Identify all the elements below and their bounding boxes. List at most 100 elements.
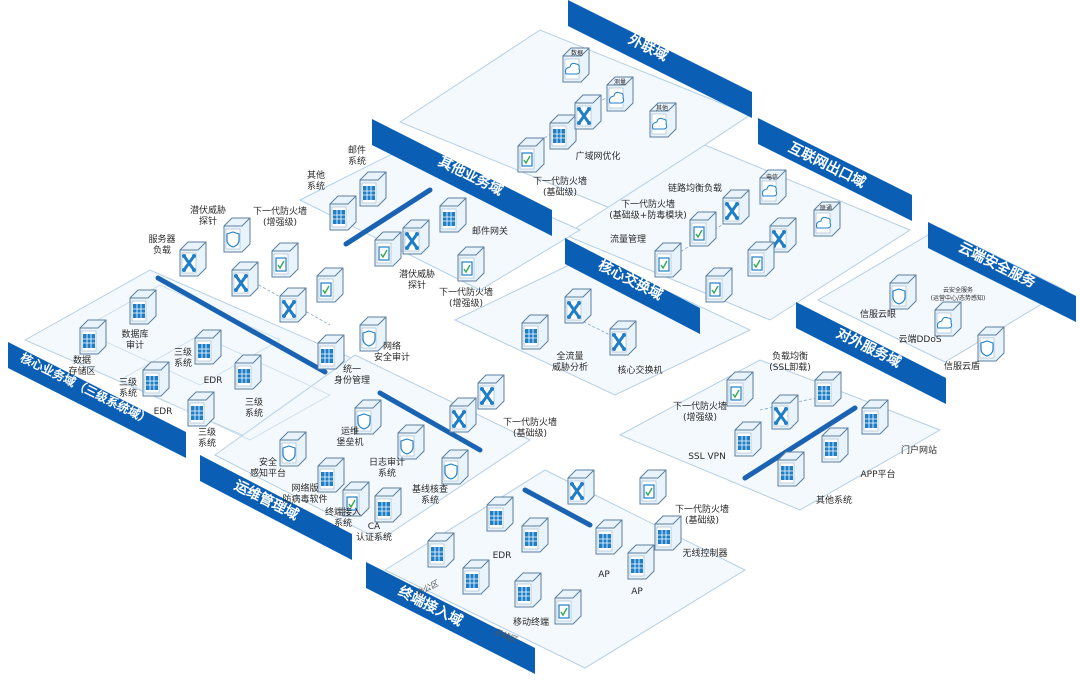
label-ap-b: AP <box>631 587 643 597</box>
device-level3-c <box>234 354 262 390</box>
server-icon <box>657 529 671 545</box>
device-ngfw-av-a <box>747 241 775 277</box>
device-core-sw-a <box>564 288 592 324</box>
label-apt-probe-b: 潜伏威胁 探针 <box>189 206 227 227</box>
label-portal: 门户网站 <box>900 446 938 456</box>
device-ssl-vpn <box>734 421 762 457</box>
firewall-icon <box>643 484 655 499</box>
label-cloud-ddos: 云端DDoS <box>898 335 942 345</box>
label-net-audit: 网络 安全审计 <box>373 342 411 363</box>
firewall-icon <box>730 386 742 401</box>
server-icon <box>517 586 531 602</box>
device-apt-b <box>223 217 251 253</box>
label-db-audit: 数据库 审计 <box>121 330 149 351</box>
label-isp-a: 电信 <box>765 174 779 181</box>
device-apt-a <box>374 231 402 267</box>
device-unified-id <box>317 334 345 370</box>
label-mobile: 移动终端 <box>512 618 550 628</box>
device-ngfw-enh-c <box>271 242 299 278</box>
device-log-audit <box>397 424 425 460</box>
device-mail-gw <box>439 197 467 233</box>
device-data-store <box>79 319 107 355</box>
label-ngfw-enh-c: 下一代防火墙 (增强级) <box>252 207 308 228</box>
label-lb-ssl: 负载均衡 (SSL卸载) <box>769 352 811 373</box>
device-wan-switch <box>574 94 602 130</box>
server-icon <box>465 573 479 589</box>
server-icon <box>824 441 838 457</box>
shield-icon <box>980 340 994 357</box>
label-nac: 终端接入 系统 <box>324 508 362 529</box>
device-ngfw-enh-a <box>457 246 485 282</box>
device-ngfw-top <box>517 137 545 173</box>
label-level3-a: 三级 系统 <box>173 348 193 369</box>
device-mail-sys <box>359 171 387 207</box>
label-cloud-c: 其他 <box>655 105 669 112</box>
label-apt-probe-a: 潜伏威胁 探针 <box>398 270 436 291</box>
zone-plate-yunwei <box>214 354 532 541</box>
label-level3-c: 三级 系统 <box>244 398 264 419</box>
firewall-icon <box>378 246 390 261</box>
label-edr-b: EDR <box>153 407 173 417</box>
device-ngfw-basic-bot <box>639 469 667 505</box>
shield-icon <box>444 463 458 480</box>
label-cloud-a: 数据 <box>570 50 584 57</box>
server-icon <box>377 501 391 517</box>
server-icon <box>864 413 878 429</box>
zone-plate-duiwai <box>618 359 942 511</box>
firewall-icon <box>709 282 721 297</box>
shield-icon <box>226 231 240 248</box>
label-ngfw-basic-top: 下一代防火墙 (基础级) <box>532 177 588 198</box>
server-icon <box>442 211 456 227</box>
server-icon <box>320 348 334 364</box>
label-link-lb: 链路均衡负载 <box>667 184 723 194</box>
label-unified-id: 统一 身份管理 <box>333 365 371 386</box>
zone-plate-hexin <box>453 254 752 396</box>
device-portal <box>861 399 889 435</box>
label-bastion: 运维 堡垒机 <box>336 427 364 448</box>
device-hx-switch-a <box>231 261 259 297</box>
server-icon <box>817 385 831 401</box>
firewall-icon <box>521 152 533 167</box>
device-mobile-b <box>554 589 582 625</box>
server-icon <box>190 405 204 421</box>
device-db-audit <box>129 289 157 325</box>
label-full-flow: 全流量 威胁分析 <box>551 352 589 373</box>
label-mail-sys: 邮件 系统 <box>347 146 367 167</box>
label-other-sys: 其他 系统 <box>306 171 326 192</box>
label-ngfw-av: 下一代防火墙 (基础级+防毒模块) <box>609 200 687 221</box>
label-wan-opt: 广域网优化 <box>575 152 621 162</box>
label-av-net: 网络版 防病毒软件 <box>282 484 328 505</box>
shield-icon <box>892 288 906 305</box>
device-pc-b <box>427 532 455 568</box>
device-wanopt-box <box>549 114 577 150</box>
device-flow-b <box>705 267 733 303</box>
device-pc-a <box>521 517 549 553</box>
label-sip: 安全 感知平台 <box>249 458 287 479</box>
server-icon <box>489 510 503 526</box>
device-hx-switch-b <box>279 287 307 323</box>
label-ssl-vpn: SSL VPN <box>688 452 726 462</box>
firewall-icon <box>693 226 705 241</box>
label-ngfw-basic-bot: 下一代防火墙 (基础级) <box>674 505 730 526</box>
rails <box>155 187 858 528</box>
label-data-store: 数据 存储区 <box>68 356 96 377</box>
label-app-platform: APP平台 <box>860 470 896 480</box>
device-flow-mgmt <box>654 242 682 278</box>
server-icon <box>237 368 251 384</box>
firewall-icon <box>658 257 670 272</box>
label-cloud-shield: 信服云盾 <box>943 362 981 372</box>
device-pc-c <box>462 559 490 595</box>
server-icon <box>524 531 538 547</box>
device-lb-ssl-sw <box>771 394 799 430</box>
firewall-icon <box>320 282 332 297</box>
label-server-lb: 服务器 负载 <box>148 235 176 256</box>
device-core-sw-b <box>609 320 637 356</box>
label-ngfw-basic-mid: 下一代防火墙 (基础级) <box>502 418 558 439</box>
device-ngfw-enh-d <box>316 267 344 303</box>
server-icon <box>145 375 159 391</box>
device-cloud-eye <box>889 274 917 310</box>
server-icon <box>630 558 644 574</box>
device-cloud-shield <box>977 326 1005 362</box>
device-ngfw-enh-b <box>726 371 754 407</box>
server-icon <box>780 465 794 481</box>
